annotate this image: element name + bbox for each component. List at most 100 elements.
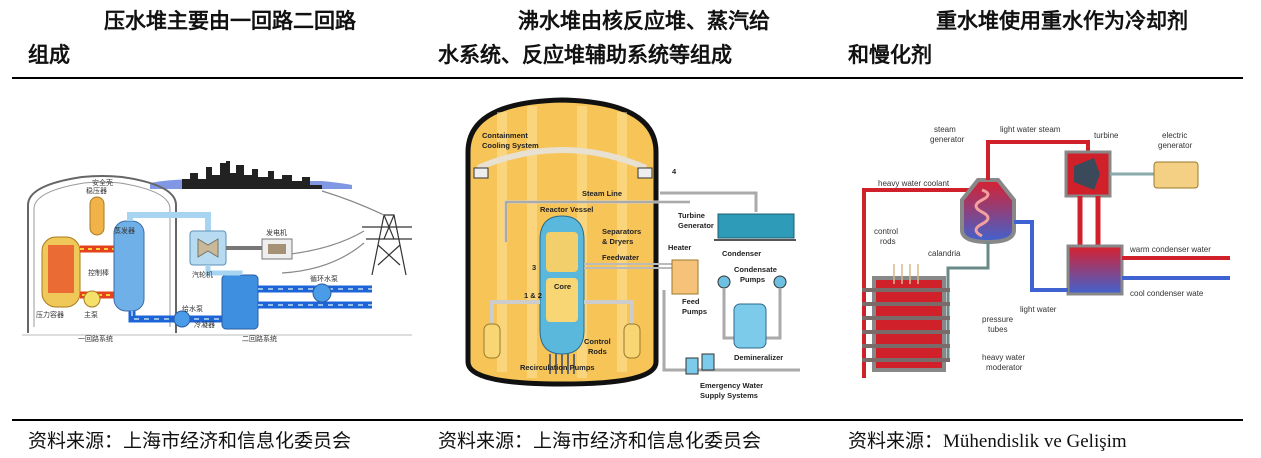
source-phwr: 资料来源：Mühendislik ve Gelişim [848, 426, 1127, 453]
pressurizer [89, 196, 105, 236]
electric-generator [1153, 161, 1199, 189]
header-phwr: 重水堆使用重水作为冷却剂 和慢化剂 [848, 4, 1188, 72]
header-bwr-line2: 水系统、反应堆辅助系统等组成 [438, 42, 732, 67]
label-turbine: turbine [1094, 131, 1119, 140]
label-pressure-vessel: 压力容器 [36, 310, 64, 319]
calandria [872, 276, 946, 372]
source-prefix: 资料来源： [848, 430, 944, 452]
condenser [221, 274, 259, 330]
label-rods: Rods [588, 347, 607, 356]
phwr-diagram: steam generator light water steam turbin… [862, 125, 1230, 378]
label-main-pump: 主泵 [84, 310, 98, 319]
pressure-tubes [862, 288, 950, 362]
label-heater: Heater [668, 243, 691, 252]
control-rods [893, 264, 919, 284]
label-circulation-pump: 循环水泵 [310, 274, 338, 283]
label-tubes: tubes [988, 325, 1008, 334]
label-feed-pumps: Pumps [682, 307, 707, 316]
label-condenser: 冷凝器 [194, 320, 215, 329]
label-electric-generator: generator [1158, 141, 1193, 150]
label-separators: Separators [602, 227, 641, 236]
source-pwr: 资料来源：上海市经济和信息化委员会 [28, 426, 351, 453]
recirc-pump-right [623, 323, 641, 359]
source-name: 上海市经济和信息化委员会 [123, 430, 352, 452]
label-heavy-water: heavy water [982, 353, 1025, 362]
label-light-water-steam: light water steam [1000, 125, 1061, 134]
label-control: Control [584, 337, 611, 346]
source-prefix: 资料来源： [438, 430, 534, 452]
label-pumps: Pumps [740, 275, 765, 284]
label-turbine: 汽轮机 [192, 270, 213, 279]
label-recirc-pumps: Recirculation Pumps [520, 363, 595, 372]
source-prefix: 资料来源： [28, 430, 124, 452]
source-bwr: 资料来源：上海市经济和信息化委员会 [438, 426, 761, 453]
label-num12: 1 & 2 [524, 291, 542, 300]
label-num4: 4 [672, 167, 677, 176]
city-skyline-icon [150, 161, 352, 189]
condenser [1066, 244, 1124, 296]
demineralizer [733, 303, 767, 349]
label-electric: electric [1162, 131, 1187, 140]
label-feed-pump: 给水泵 [182, 304, 203, 313]
pwr-diagram: 安全壳 稳压器 蒸发器 控制棒 压力容器 主泵 汽轮机 发电机 循环水泵 给水泵… [22, 161, 412, 343]
label-containment: 安全壳 [92, 178, 113, 187]
source-name: Mühendislik ve Gelişim [943, 431, 1127, 452]
label-moderator: moderator [986, 363, 1023, 372]
label-containment: Containment [482, 131, 528, 140]
label-core: Core [554, 282, 571, 291]
recirc-pump-left [483, 323, 501, 359]
label-condenser: Condenser [722, 249, 761, 258]
condensate-pump-left [717, 275, 731, 289]
condensate-pump-right [773, 275, 787, 289]
steam-generator [960, 178, 1016, 245]
label-condensate: Condensate [734, 265, 777, 274]
label-steam-generator: 蒸发器 [114, 226, 135, 235]
bwr-diagram: Containment Cooling System Steam Line Re… [465, 97, 690, 387]
label-light-water: light water [1020, 305, 1057, 314]
label-control: control [874, 227, 898, 236]
label-demineralizer: Demineralizer [734, 353, 783, 362]
label-primary-loop: 一回路系统 [78, 334, 113, 343]
label-steam-line: Steam Line [582, 189, 622, 198]
source-name: 上海市经济和信息化委员会 [533, 430, 762, 452]
power-pylon-icon [281, 190, 412, 276]
label-pressurizer: 稳压器 [86, 186, 107, 195]
feed-pump-icon [173, 310, 191, 328]
header-bwr-line1: 沸水堆由核反应堆、蒸汽给 [518, 8, 770, 33]
header-pwr-line1: 压水堆主要由一回路二回路 [104, 8, 356, 33]
label-feed: Feed [682, 297, 700, 306]
label-feedwater: Feedwater [602, 253, 639, 262]
header-pwr-line2: 组成 [28, 42, 70, 67]
label-num3: 3 [532, 263, 536, 272]
label-steam: steam [934, 125, 956, 134]
label-generator: 发电机 [266, 228, 287, 237]
label-heavy-water-coolant: heavy water coolant [878, 179, 950, 188]
header-phwr-line2: 和慢化剂 [848, 42, 932, 67]
containment-shell [27, 175, 177, 333]
main-pump-icon [83, 290, 101, 308]
top-rule [12, 77, 1243, 79]
header-phwr-line1: 重水堆使用重水作为冷却剂 [936, 8, 1188, 33]
label-dryers: & Dryers [602, 237, 633, 246]
label-cooling-system: Cooling System [482, 141, 539, 150]
label-pressure: pressure [982, 315, 1014, 324]
label-warm-condenser-water: warm condenser water [1129, 245, 1211, 254]
label-secondary-loop: 二回路系统 [242, 334, 277, 343]
emergency-water-tank [685, 357, 699, 375]
label-cool-condenser-water: cool condenser wate [1130, 289, 1204, 298]
bwr-side-systems: Turbine Generator Heater Condenser Conde… [660, 191, 800, 400]
label-generator: generator [930, 135, 965, 144]
label-reactor-vessel: Reactor Vessel [540, 205, 593, 214]
label-generator: Generator [678, 221, 714, 230]
label-supply-systems: Supply Systems [700, 391, 758, 400]
circulation-pump-icon [312, 283, 332, 303]
label-turbine: Turbine [678, 211, 705, 220]
header-pwr: 压水堆主要由一回路二回路 组成 [28, 4, 356, 72]
turbine-generator [717, 213, 795, 239]
label-control-rods: 控制棒 [88, 268, 109, 277]
header-bwr: 沸水堆由核反应堆、蒸汽给 水系统、反应堆辅助系统等组成 [438, 4, 770, 72]
heater [671, 259, 699, 295]
bottom-rule [12, 419, 1243, 421]
label-rods: rods [880, 237, 896, 246]
label-emergency-water: Emergency Water [700, 381, 763, 390]
